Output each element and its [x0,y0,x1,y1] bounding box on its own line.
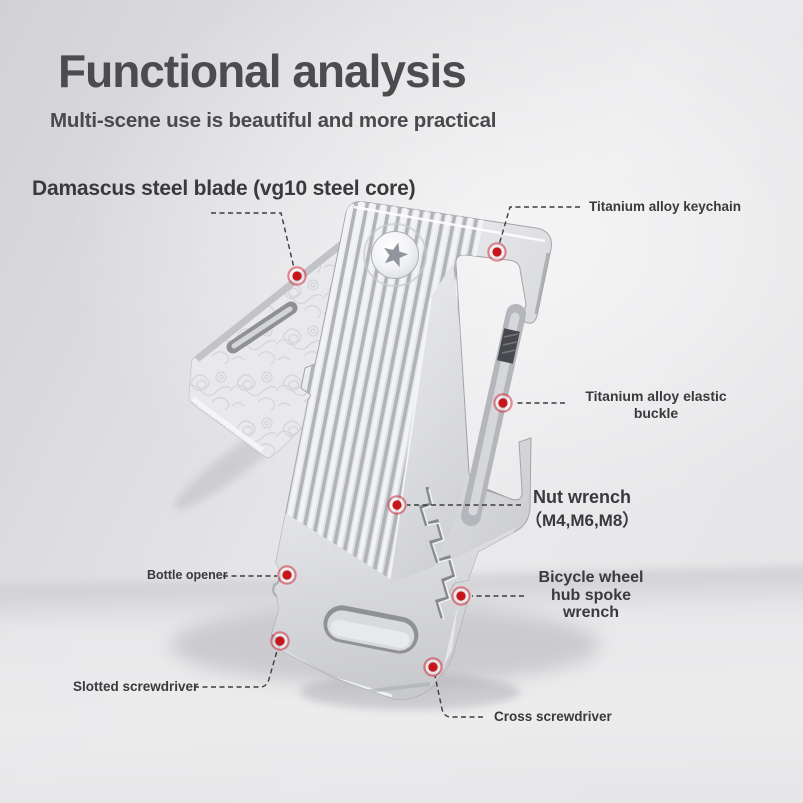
nut-wrench-steps [419,486,457,620]
leader-cross [434,675,483,718]
leader-slotted [194,650,278,688]
marker-dot-elastic-buckle [493,393,513,413]
damascus-blade [188,236,346,458]
label-cross-screwdriver: Cross screwdriver [494,709,612,724]
lanyard-slot [323,605,419,654]
multi-tool-illustration [188,201,552,700]
marker-dot-nut-wrench [387,495,407,515]
page-title: Functional analysis [58,45,467,97]
pivot-screw [363,223,427,287]
label-damascus-blade: Damascus steel blade (vg10 steel core) [32,177,416,200]
blade-cutting-bevel [191,396,264,453]
label-spoke-wrench: Bicycle wheel hub spoke wrench [538,569,644,621]
marker-dot-cross [423,657,443,677]
leader-blade [211,212,295,269]
marker-dot-bottle-opener [277,565,297,585]
bottom-face [271,502,515,700]
label-slotted-screwdriver: Slotted screwdriver [73,679,199,694]
center-plateau [387,263,468,610]
marker-dot-blade [287,266,307,286]
leader-lines [194,206,580,718]
marker-dot-slotted [270,631,290,651]
label-keychain: Titanium alloy keychain [589,199,742,214]
label-elastic-buckle: Titanium alloy elastic buckle [585,388,727,421]
feature-markers [270,242,513,677]
marker-dot-spoke-wrench [451,586,471,606]
label-nut-wrench: Nut wrench （M4,M6,M8） [525,487,640,530]
leader-keychain [498,206,580,246]
page-subtitle: Multi-scene use is beautiful and more pr… [50,109,497,132]
screw-star-recess [384,242,408,268]
label-bottle-opener: Bottle opener [147,568,228,582]
marker-dot-keychain [487,242,507,262]
elastic-clip-bar [461,304,526,526]
blade-spine [194,240,346,362]
